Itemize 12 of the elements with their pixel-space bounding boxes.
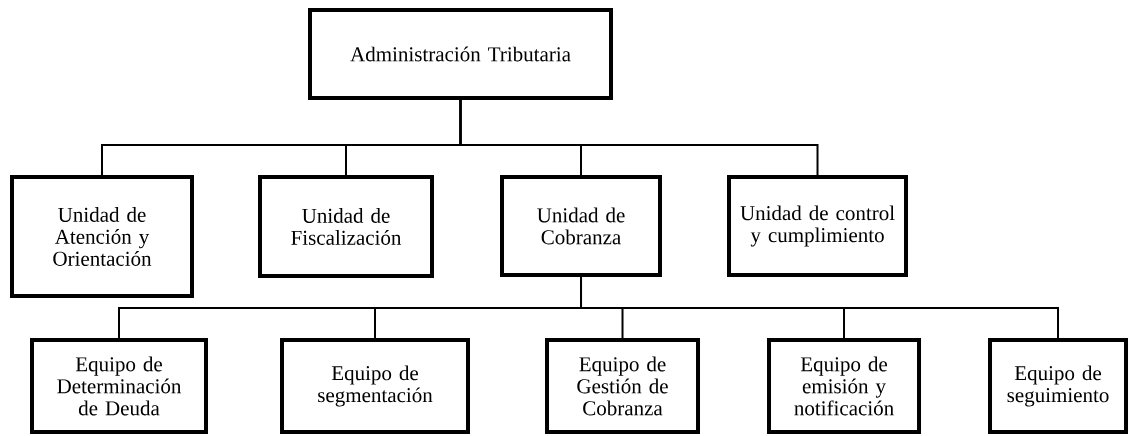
org-box: Unidad de Fiscalización [258, 175, 434, 278]
connector-line [580, 276, 1059, 339]
org-box: Unidad de Cobranza [500, 175, 662, 277]
org-box: Equipo de seguimiento [988, 338, 1128, 434]
org-box: Equipo de Determinación de Deuda [30, 338, 208, 434]
org-box: Unidad de Atención y Orientación [10, 175, 194, 298]
org-box: Unidad de control y cumplimiento [727, 175, 908, 277]
connector-line [459, 99, 819, 176]
org-box: Administración Tributaria [308, 8, 613, 100]
org-box: Equipo de emisión y notificación [767, 338, 921, 434]
org-box: Equipo de segmentación [280, 338, 470, 434]
org-box: Equipo de Gestión de Cobranza [545, 338, 700, 434]
